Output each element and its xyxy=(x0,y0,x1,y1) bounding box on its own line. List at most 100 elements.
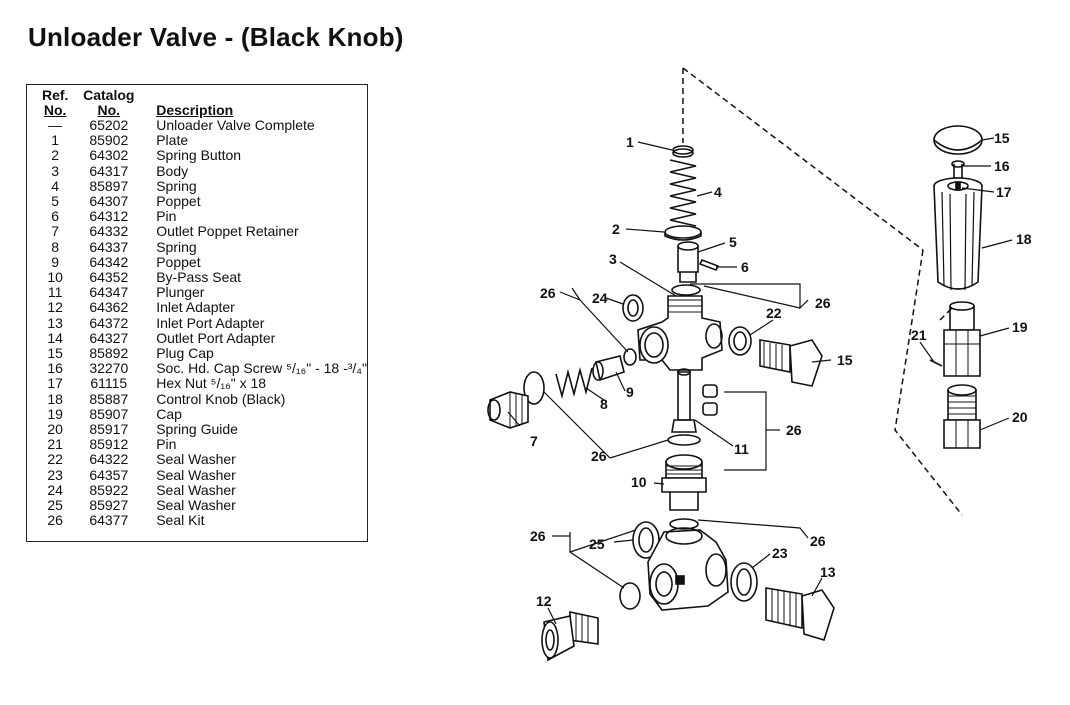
part-11-plunger xyxy=(667,368,701,446)
leader-lines xyxy=(507,137,1013,625)
callout-15-knob-cap: 15 xyxy=(994,130,1010,146)
table-row: 8 64337 Spring xyxy=(35,238,367,255)
ref-no-cell: 11 xyxy=(47,284,63,301)
table-row: 21 85912 Pin xyxy=(35,437,367,452)
catalog-no-cell: 64317 xyxy=(89,162,129,179)
catalog-no-cell: 65202 xyxy=(89,117,129,133)
catalog-no-cell: 64362 xyxy=(89,299,129,316)
description-cell: Pin xyxy=(156,436,177,453)
description-cell: Spring xyxy=(156,238,197,255)
callout-16: 16 xyxy=(994,158,1010,174)
part-2-spring-button xyxy=(664,225,702,241)
part-4-spring xyxy=(669,159,697,227)
ref-no-cell: 9 xyxy=(51,253,60,270)
callout-5: 5 xyxy=(729,234,737,250)
ref-no-cell: 16 xyxy=(47,360,63,377)
part-13-inlet-port-adapter xyxy=(765,587,835,641)
ref-no-cell: 14 xyxy=(47,329,63,346)
description-cell: Plug Cap xyxy=(156,345,214,362)
callout-22: 22 xyxy=(766,305,782,321)
seal-ring-top xyxy=(671,284,701,296)
ref-no-cell: 4 xyxy=(51,177,60,194)
ref-no-cell: 3 xyxy=(51,162,60,179)
callout-21: 21 xyxy=(911,327,927,343)
description-cell: Spring Button xyxy=(156,147,242,164)
part-22-seal-washer xyxy=(728,326,752,356)
ref-no-cell: 8 xyxy=(51,238,60,255)
callout-24: 24 xyxy=(592,290,608,306)
part-19-cap xyxy=(943,301,981,377)
description-cell: Seal Washer xyxy=(156,481,236,498)
part-8-spring xyxy=(555,366,593,400)
callout-12: 12 xyxy=(536,593,552,609)
callout-3: 3 xyxy=(609,251,617,267)
callout-20: 20 xyxy=(1012,409,1028,425)
callout-10: 10 xyxy=(631,474,647,490)
description-cell: Plunger xyxy=(156,284,205,301)
ref-no-cell: 6 xyxy=(51,208,60,225)
part-10-by-pass-seat xyxy=(661,454,707,511)
ref-no-cell: 25 xyxy=(47,497,63,514)
callout-15-plug-cap: 15 xyxy=(837,352,853,368)
catalog-no-cell: 85917 xyxy=(89,421,129,438)
table-row: 25 85927 Seal Washer xyxy=(35,497,367,514)
callout-11: 11 xyxy=(734,441,749,457)
catalog-no-cell: 64377 xyxy=(89,512,129,529)
catalog-no-cell: 64337 xyxy=(89,238,129,255)
part-6-pin xyxy=(698,258,720,272)
table-row: 14 64327 Outlet Port Adapter xyxy=(35,329,367,346)
part-15-knob-cap xyxy=(933,125,983,155)
part-7-outlet-poppet-retainer xyxy=(487,371,545,429)
ref-no-cell: 17 xyxy=(47,375,63,392)
description-cell: Outlet Port Adapter xyxy=(156,329,276,346)
catalog-no-cell: 64372 xyxy=(89,314,129,331)
callout-26-lower-right: 26 xyxy=(810,533,826,549)
header-description: Description xyxy=(156,102,234,118)
part-9-poppet xyxy=(592,355,625,382)
callout-26-lower-left: 26 xyxy=(530,528,546,544)
description-cell: Inlet Adapter xyxy=(156,299,235,316)
part-5-poppet xyxy=(677,241,699,283)
part-24-seal-washer xyxy=(622,294,644,322)
catalog-no-cell: 85927 xyxy=(89,497,129,514)
catalog-no-cell: 85912 xyxy=(89,436,129,453)
catalog-no-cell: 64322 xyxy=(89,451,129,468)
catalog-no-cell: 64307 xyxy=(89,193,129,210)
callout-26-upper-right: 26 xyxy=(815,295,831,311)
seal-ring-lower-left xyxy=(619,582,641,610)
description-cell: Inlet Port Adapter xyxy=(156,314,265,331)
ref-no-cell: 21 xyxy=(47,436,63,453)
seal-kit-small-parts xyxy=(702,384,718,416)
description-cell: Soc. Hd. Cap Screw ⁵/₁₆" - 18 -³/₄" xyxy=(156,360,367,377)
callout-7: 7 xyxy=(530,433,538,449)
part-18-control-knob xyxy=(933,177,983,291)
catalog-no-cell: 85902 xyxy=(89,132,129,149)
part-20-spring-guide xyxy=(943,384,981,449)
catalog-no-cell: 64327 xyxy=(89,329,129,346)
catalog-no-cell: 64312 xyxy=(89,208,129,225)
callout-19: 19 xyxy=(1012,319,1028,335)
callout-26-upper-left: 26 xyxy=(540,285,556,301)
description-cell: Hex Nut ⁵/₁₆" x 18 xyxy=(156,375,267,392)
description-cell: Seal Washer xyxy=(156,497,236,514)
description-cell: By-Pass Seat xyxy=(156,269,242,286)
callout-26-middle-left: 26 xyxy=(591,448,607,464)
description-cell: Body xyxy=(156,162,189,179)
